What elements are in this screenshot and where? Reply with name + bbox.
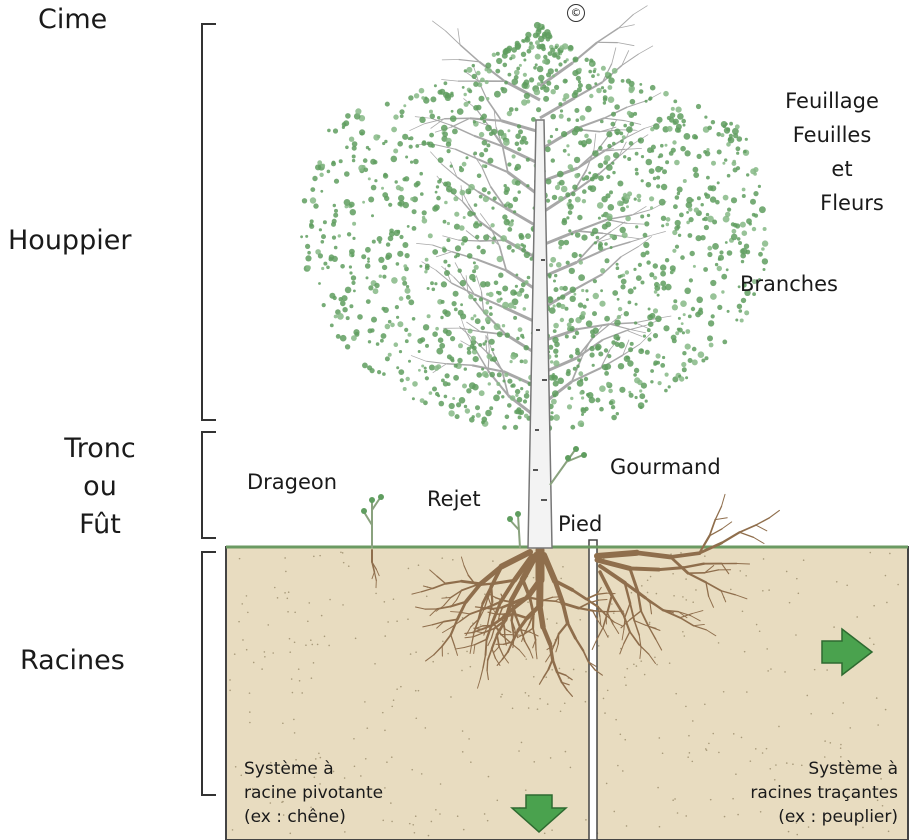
label-pivot-line3: (ex : chêne) bbox=[244, 805, 383, 829]
label-tracant-line1: Système à bbox=[640, 757, 898, 781]
copyright-mark: © bbox=[567, 4, 585, 22]
label-cime: Cime bbox=[38, 4, 107, 36]
zone-brackets bbox=[202, 24, 216, 795]
drageon-sprout bbox=[361, 494, 384, 548]
label-pivot-system: Système à racine pivotante (ex : chêne) bbox=[244, 757, 383, 829]
soil-divider bbox=[589, 540, 597, 840]
label-feuillage-line4: Fleurs bbox=[752, 186, 912, 220]
label-feuillage: Feuillage Feuilles et Fleurs bbox=[752, 84, 912, 220]
label-feuillage-line2: Feuilles bbox=[752, 118, 912, 152]
gourmand-sprout bbox=[550, 446, 587, 485]
houppier-bracket bbox=[202, 24, 216, 420]
rejet-sprout bbox=[507, 511, 521, 548]
tronc-bracket bbox=[202, 432, 216, 538]
label-tracant-line2: racines traçantes bbox=[640, 781, 898, 805]
label-tronc-line1: Tronc bbox=[40, 430, 160, 468]
label-pivot-line2: racine pivotante bbox=[244, 781, 383, 805]
label-feuillage-line1: Feuillage bbox=[752, 84, 912, 118]
label-gourmand: Gourmand bbox=[610, 450, 721, 484]
label-tracant-system: Système à racines traçantes (ex : peupli… bbox=[640, 757, 898, 829]
label-drageon: Drageon bbox=[247, 465, 337, 499]
label-tracant-line3: (ex : peuplier) bbox=[640, 805, 898, 829]
label-branches: Branches bbox=[740, 267, 838, 301]
label-tronc-line3: Fût bbox=[40, 506, 160, 544]
label-feuillage-line3: et bbox=[752, 152, 912, 186]
label-pivot-line1: Système à bbox=[244, 757, 383, 781]
label-pied: Pied bbox=[558, 507, 602, 541]
label-tronc: Tronc ou Fût bbox=[40, 430, 160, 544]
label-racines: Racines bbox=[20, 645, 125, 677]
label-tronc-line2: ou bbox=[40, 468, 160, 506]
racines-bracket bbox=[202, 552, 216, 795]
label-rejet: Rejet bbox=[427, 482, 481, 516]
label-houppier: Houppier bbox=[8, 225, 131, 257]
